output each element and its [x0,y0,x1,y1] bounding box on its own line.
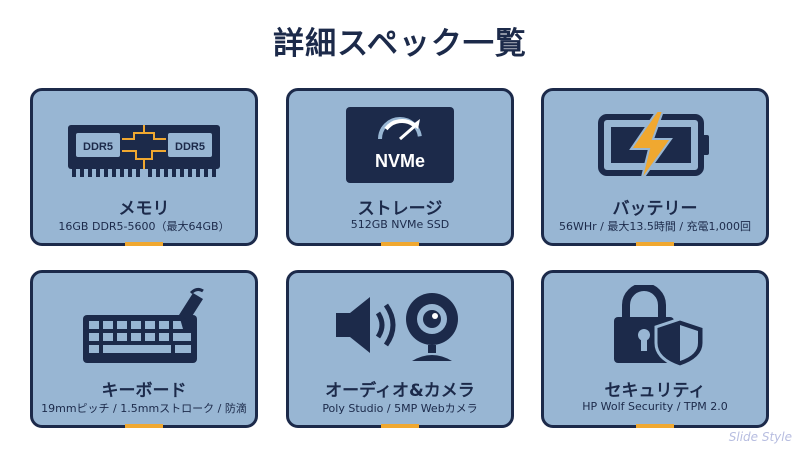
ram-icon: DDR5 DDR5 [33,103,255,191]
spec-desc: HP Wolf Security / TPM 2.0 [582,400,728,413]
spec-name: ストレージ [357,199,443,219]
watermark: Slide Style [728,430,792,444]
accent-bar [125,424,163,428]
speaker-webcam-icon [289,285,511,373]
ssd-label: NVMe [375,151,425,171]
spec-desc: Poly Studio / 5MP Webカメラ [322,402,478,415]
spec-name: メモリ [118,199,170,219]
spec-card-audio-camera: オーディオ&カメラ Poly Studio / 5MP Webカメラ [286,270,514,428]
spec-desc: 512GB NVMe SSD [350,218,450,231]
accent-bar [636,242,674,246]
ram-chip-label: DDR5 [83,141,113,153]
spec-name: オーディオ&カメラ [325,381,475,401]
spec-card-battery: バッテリー 56WHr / 最大13.5時間 / 充電1,000回 [541,88,769,246]
spec-card-storage: NVMe ストレージ 512GB NVMe SSD [286,88,514,246]
accent-bar [381,424,419,428]
spec-card-keyboard: キーボード 19mmピッチ / 1.5mmストローク / 防滴 [30,270,258,428]
ram-chip-label: DDR5 [175,141,205,153]
keyboard-icon [33,285,255,373]
accent-bar [125,242,163,246]
accent-bar [381,242,419,246]
accent-bar [636,424,674,428]
battery-icon [544,103,766,191]
spec-name: キーボード [101,381,187,401]
spec-card-memory: DDR5 DDR5 メモリ 16GB DDR5-5600（最大64GB） [30,88,258,246]
spec-desc: 19mmピッチ / 1.5mmストローク / 防滴 [41,402,247,415]
ssd-icon: NVMe [289,103,511,191]
spec-desc: 56WHr / 最大13.5時間 / 充電1,000回 [558,220,752,233]
spec-desc: 16GB DDR5-5600（最大64GB） [58,220,230,233]
page-title: 詳細スペック一覧 [273,26,527,62]
spec-name: バッテリー [612,199,698,219]
spec-name: セキュリティ [604,381,706,401]
lock-shield-icon [544,285,766,373]
spec-card-security: セキュリティ HP Wolf Security / TPM 2.0 [541,270,769,428]
